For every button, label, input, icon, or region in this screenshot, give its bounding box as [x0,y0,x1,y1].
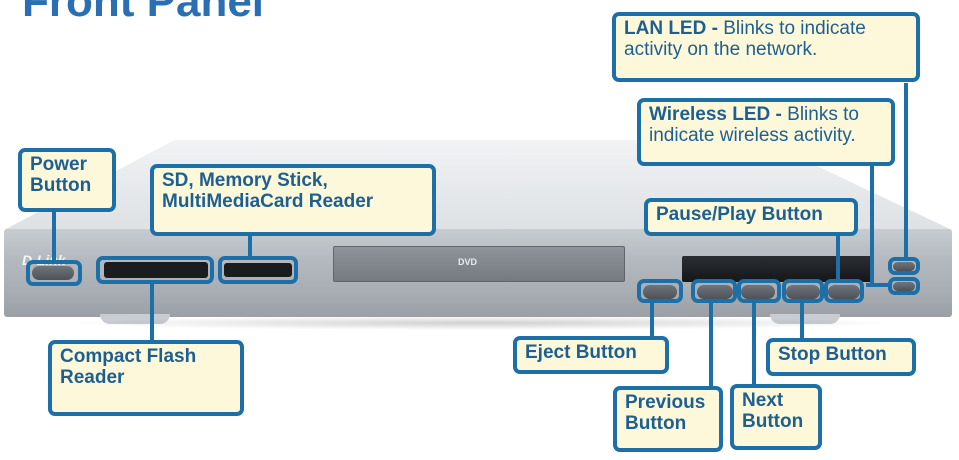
stop-label: Stop Button [778,344,887,365]
lan-led-callout: LAN LED - Blinks to indicate activity on… [612,12,920,82]
power-button-hw [32,266,74,280]
pause-play-label: Pause/Play Button [656,204,823,225]
device-shadow [60,316,900,330]
device-foot [770,314,840,324]
previous-highlight [691,279,737,303]
lan-led-desc: Blinks to indicate activity on the netwo… [624,18,866,60]
lan-led-highlight [888,257,920,275]
power-button-highlight [26,260,82,286]
compact-flash-highlight [96,256,214,284]
stop-button-hw [786,285,820,299]
lan-led-label: LAN LED - [624,18,718,39]
next-connector [752,303,756,387]
disc-tray [333,246,625,282]
compact-flash-connector [150,284,154,344]
dvd-logo: DVD [458,257,478,267]
eject-callout: Eject Button [513,336,669,374]
power-button-callout: Power Button [18,148,116,212]
pause-play-highlight [824,279,864,303]
sd-memory-slot [224,263,292,277]
sd-reader-callout: SD, Memory Stick, MultiMediaCard Reader [150,164,436,236]
pause-play-connector [836,234,840,280]
next-callout: Next Button [730,384,822,450]
previous-button-hw [697,285,733,299]
sd-reader-label: SD, Memory Stick, MultiMediaCard Reader [162,170,374,212]
stop-connector [800,303,804,341]
previous-callout: Previous Button [613,386,723,452]
wireless-led-connector-h [866,283,890,287]
previous-label: Previous Button [625,392,706,434]
eject-connector [650,303,654,337]
power-connector [52,210,56,262]
sd-connector [248,234,252,258]
device-foot [100,314,170,324]
eject-label: Eject Button [525,342,637,363]
wireless-led-desc: Blinks to indicate wireless activity. [649,104,859,146]
compact-flash-slot [104,262,208,278]
eject-highlight [637,279,683,303]
next-highlight [737,279,781,303]
stop-highlight [782,279,824,303]
wireless-led-highlight [888,277,920,295]
sd-reader-highlight [218,256,298,284]
wireless-led-label: Wireless LED - [649,104,782,125]
lan-led-hw [893,262,915,271]
next-label: Next Button [742,390,804,432]
wireless-led-callout: Wireless LED - Blinks to indicate wirele… [637,98,895,166]
wireless-led-hw [893,282,915,291]
page-title: Front Panel [22,0,265,26]
compact-flash-label: Compact Flash Reader [60,346,197,388]
next-button-hw [741,285,775,299]
pause-play-button-hw [828,285,860,299]
wireless-led-connector [870,165,874,285]
stop-callout: Stop Button [766,338,916,376]
pause-play-callout: Pause/Play Button [644,198,858,236]
eject-button-hw [643,285,677,299]
front-display [682,256,872,282]
lan-led-connector [904,83,908,259]
previous-connector [709,303,713,391]
compact-flash-callout: Compact Flash Reader [48,340,244,416]
power-button-label: Power Button [30,154,92,196]
